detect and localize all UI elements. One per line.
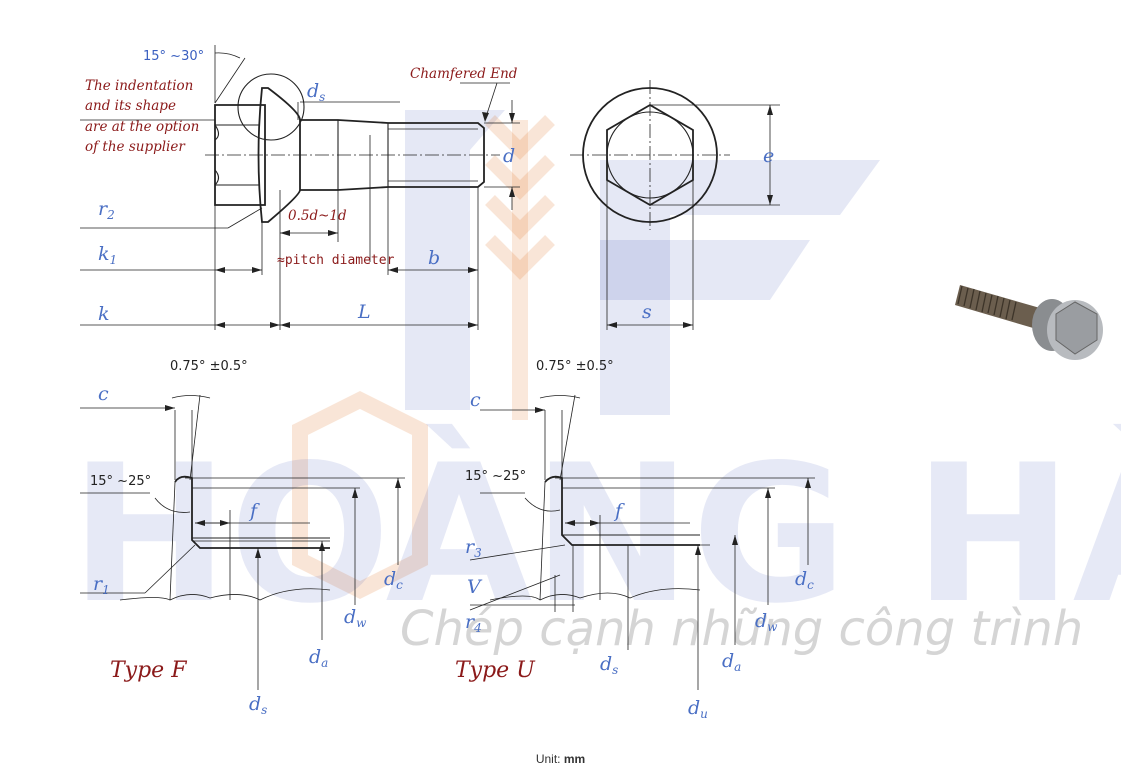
chamfered-end-label: Chamfered End <box>410 66 518 82</box>
L-label: L <box>357 301 371 323</box>
indentation-note-line-4: of the supplier <box>85 139 186 155</box>
type-f-da-label: da <box>309 646 328 670</box>
type-u-V-label: V <box>467 576 483 598</box>
type-f-r1-label: r1 <box>93 573 110 597</box>
bolt-side-view <box>80 45 520 330</box>
unit-label: Unit: <box>535 752 561 766</box>
type-u-da-label: da <box>722 650 741 674</box>
half-d-label: 0.5d~1d <box>288 208 347 224</box>
type-f-dc-label: dc <box>384 568 403 592</box>
type-f-detail <box>80 394 405 690</box>
watermark-slogan: Chép cạnh những công trình <box>400 601 1083 657</box>
type-f-dw-label: dw <box>344 606 367 630</box>
type-u-du-label: du <box>688 697 708 721</box>
type-f-angle-top: 0.75° ±0.5° <box>170 359 248 374</box>
unit-caption: Unit: mm <box>0 752 1121 766</box>
type-f-c-label: c <box>98 383 109 405</box>
r2-label: r2 <box>98 198 115 222</box>
indentation-note-line-1: The indentation <box>85 78 193 94</box>
indentation-note-line-2: and its shape <box>85 98 176 114</box>
indentation-note-line-3: are at the option <box>85 119 199 135</box>
e-label: e <box>763 145 774 167</box>
type-u-angle-side: 15° ~25° <box>465 469 526 484</box>
ds-label: ds <box>307 80 325 104</box>
type-u-dw-label: dw <box>755 610 778 634</box>
type-u-ds-label: ds <box>600 653 618 677</box>
type-u-f-label: f <box>613 500 625 522</box>
type-u-angle-top: 0.75° ±0.5° <box>536 359 614 374</box>
watermark: HOÀNG HÀ Chép cạnh những công trình <box>70 110 1121 657</box>
b-label: b <box>428 247 440 269</box>
type-f-f-label: f <box>248 500 260 522</box>
type-u-dc-label: dc <box>795 568 814 592</box>
type-f-title: Type F <box>110 658 187 683</box>
type-u-c-label: c <box>470 389 481 411</box>
s-label: s <box>642 301 652 323</box>
pitch-diameter-label: ≈pitch diameter <box>277 253 395 268</box>
d-label: d <box>503 145 515 167</box>
head-angle-label: 15° ~30° <box>143 49 204 64</box>
type-u-title: Type U <box>455 658 536 683</box>
bolt-end-view <box>570 80 780 330</box>
bolt-photo <box>955 285 1103 360</box>
k-label: k <box>98 303 110 325</box>
k1-label: k1 <box>98 243 117 267</box>
type-f-angle-side: 15° ~25° <box>90 474 151 489</box>
type-u-r3-label: r3 <box>465 536 482 560</box>
type-u-r4-label: r4 <box>465 611 482 635</box>
watermark-brand: HOÀNG HÀ <box>70 423 1121 645</box>
unit-value: mm <box>563 752 586 766</box>
type-f-ds-label: ds <box>249 693 267 717</box>
type-u-detail <box>469 394 815 690</box>
